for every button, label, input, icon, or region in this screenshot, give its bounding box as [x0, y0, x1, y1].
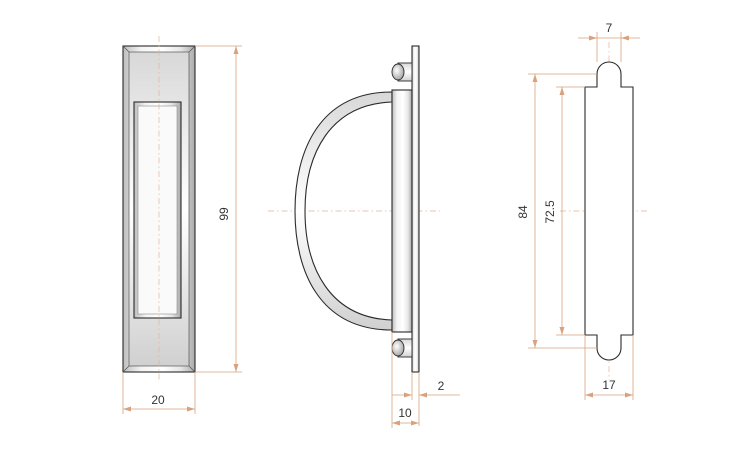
knob-bottom [391, 338, 413, 358]
knob-top [391, 62, 413, 82]
dimension-label-2: 2 [438, 379, 445, 393]
dimension-back-inner-height: 72.5 [543, 86, 585, 336]
dimension-side-plate: 2 [392, 372, 460, 426]
dimension-front-width: 20 [122, 372, 196, 414]
dimension-back-tab: 7 [578, 21, 640, 62]
dimension-label-17: 17 [602, 378, 616, 392]
dimension-label-99: 99 [217, 207, 231, 221]
front-view [122, 36, 196, 382]
back-view [560, 42, 650, 380]
dimension-front-height: 99 [195, 45, 242, 373]
dimension-label-10: 10 [398, 406, 412, 420]
dimension-label-20: 20 [151, 393, 165, 407]
side-body [391, 89, 413, 333]
back-outline [584, 61, 634, 361]
side-view [268, 45, 440, 373]
dimension-side-thickness: 10 [391, 332, 419, 428]
dimension-label-7: 7 [606, 21, 613, 35]
side-plate [411, 45, 420, 373]
dimension-back-width: 17 [584, 335, 634, 400]
dimension-label-72-5: 72.5 [543, 200, 557, 224]
dimension-back-height: 84 [516, 73, 597, 349]
dimension-label-84: 84 [516, 205, 530, 219]
